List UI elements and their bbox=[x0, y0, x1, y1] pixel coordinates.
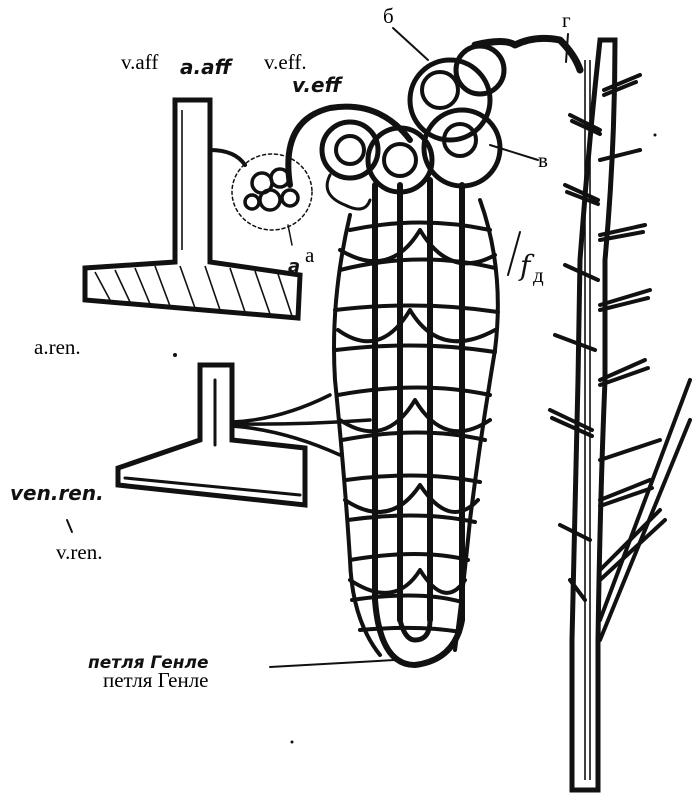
speck bbox=[291, 741, 294, 744]
engraved-label-a-aff: a.aff bbox=[180, 55, 234, 79]
capillary-network bbox=[334, 200, 498, 655]
d-leader-line bbox=[508, 232, 520, 275]
label-a-ren: a.ren. bbox=[34, 337, 81, 358]
label-v-aff: v.aff bbox=[121, 52, 158, 73]
label-v-ren: v.ren. bbox=[56, 542, 102, 563]
speck bbox=[173, 353, 177, 357]
convoluted-tubules bbox=[322, 38, 580, 209]
b-leader-line bbox=[393, 28, 428, 60]
collecting-duct bbox=[550, 40, 690, 790]
g-leader-line bbox=[566, 34, 568, 62]
vren-leader-line bbox=[67, 520, 72, 532]
label-henle-loop: петля Генле bbox=[103, 670, 209, 691]
speck bbox=[654, 134, 657, 137]
label-a: а bbox=[305, 245, 314, 266]
renal-vein bbox=[118, 365, 370, 505]
label-b: б bbox=[383, 6, 394, 27]
engraved-label-a-small: a bbox=[288, 256, 300, 277]
label-v-eff: v.eff. bbox=[264, 52, 307, 73]
label-g: г bbox=[562, 10, 571, 31]
label-d: д bbox=[533, 265, 544, 286]
label-v: в bbox=[538, 150, 548, 171]
henle-leader-line bbox=[270, 660, 395, 667]
engraved-label-ven-ren: ven.ren. bbox=[10, 481, 104, 505]
engraved-label-v-eff: v.eff bbox=[292, 73, 344, 97]
glomerulus bbox=[232, 154, 312, 245]
